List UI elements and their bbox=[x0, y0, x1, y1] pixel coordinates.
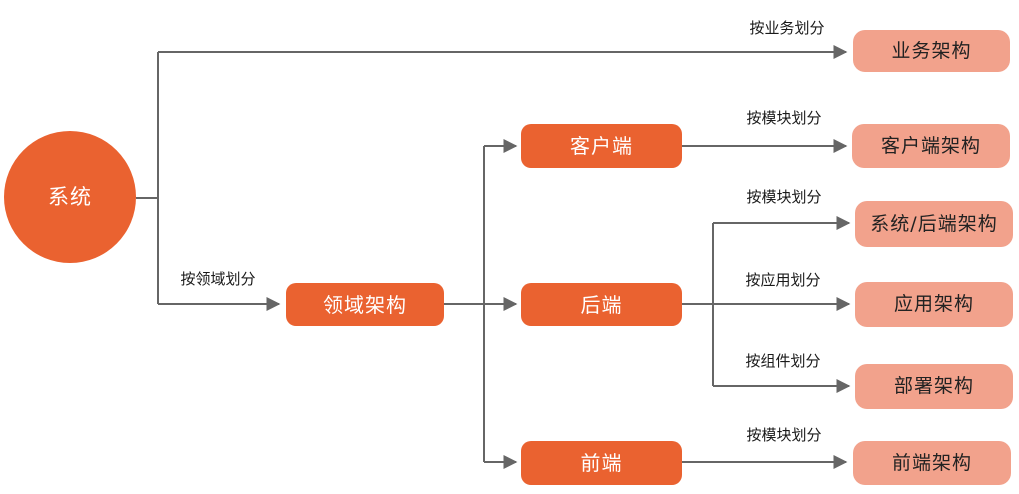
node-business-arch[interactable]: 业务架构 bbox=[853, 30, 1010, 72]
node-app-arch[interactable]: 应用架构 bbox=[855, 282, 1013, 327]
node-deploy-arch[interactable]: 部署架构 bbox=[855, 364, 1013, 409]
node-system-backend-arch[interactable]: 系统/后端架构 bbox=[855, 201, 1013, 247]
node-client-arch[interactable]: 客户端架构 bbox=[852, 124, 1010, 168]
edge-label-by-module-backend: 按模块划分 bbox=[746, 188, 822, 206]
node-system[interactable]: 系统 bbox=[4, 131, 136, 263]
node-frontend[interactable]: 前端 bbox=[521, 441, 682, 485]
edge-label-by-component: 按组件划分 bbox=[745, 352, 821, 370]
node-frontend-arch[interactable]: 前端架构 bbox=[853, 441, 1011, 485]
edge-label-by-domain: 按领域划分 bbox=[180, 270, 256, 288]
node-domain-arch[interactable]: 领域架构 bbox=[286, 283, 444, 326]
edge-label-by-business: 按业务划分 bbox=[749, 19, 825, 37]
node-client[interactable]: 客户端 bbox=[521, 124, 682, 168]
edge-label-by-module-frontend: 按模块划分 bbox=[746, 426, 822, 444]
edge-label-by-app: 按应用划分 bbox=[745, 271, 821, 289]
edge-label-by-module-client: 按模块划分 bbox=[746, 109, 822, 127]
node-backend[interactable]: 后端 bbox=[521, 283, 682, 326]
